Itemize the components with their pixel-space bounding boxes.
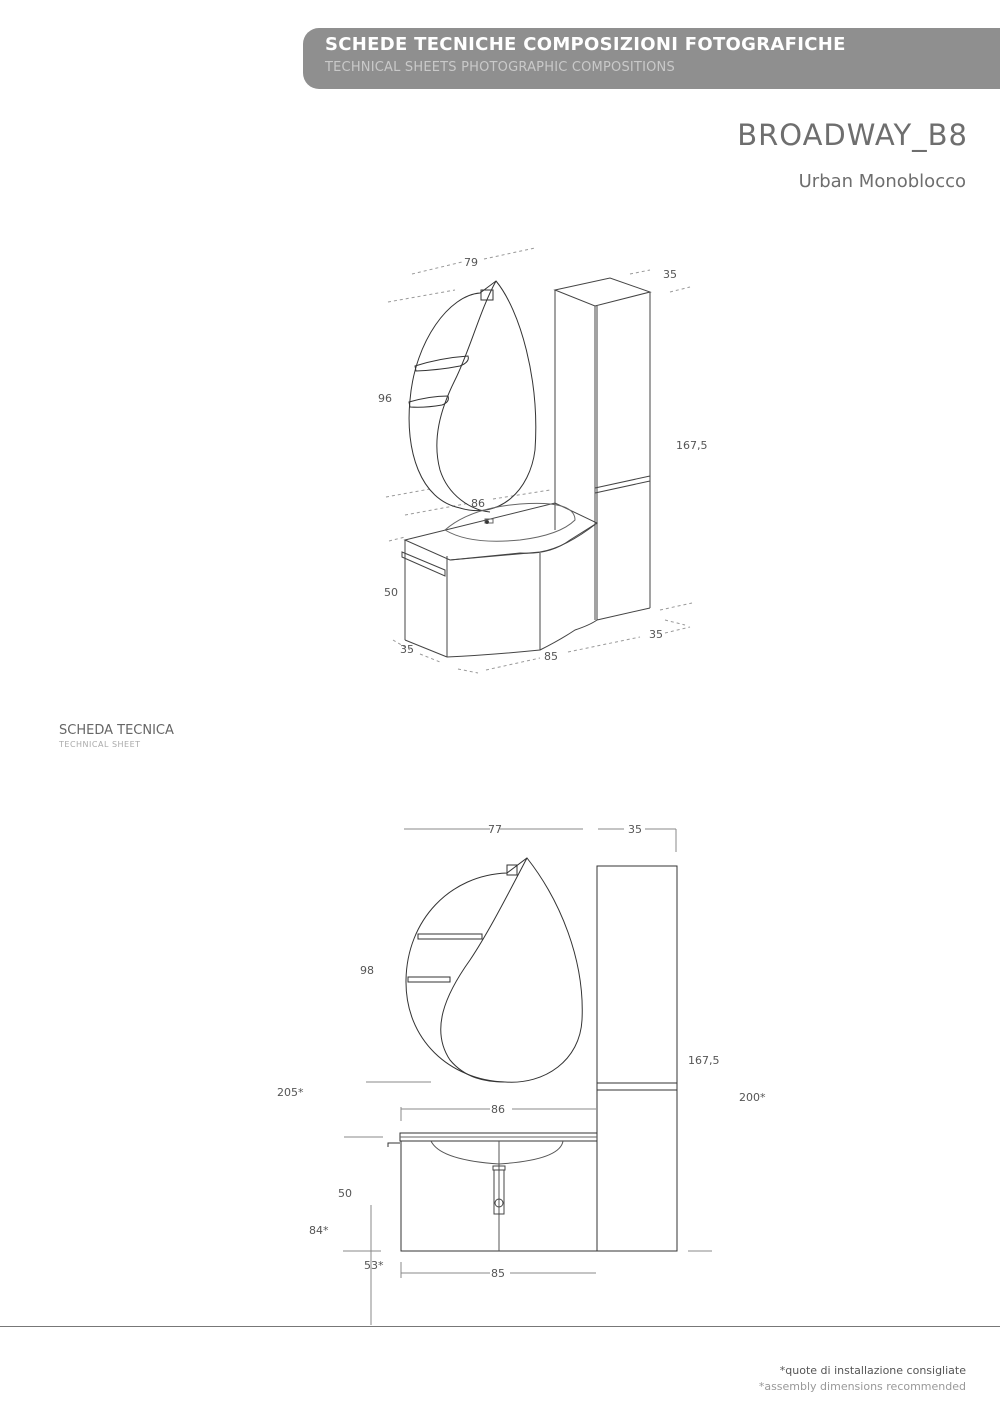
dim-front-vanity-bottom-width: 85 [491,1267,505,1280]
dim-column-height: 167,5 [676,439,708,452]
dim-vanity-height: 50 [384,586,398,599]
header-title: SCHEDE TECNICHE COMPOSIZIONI FOTOGRAFICH… [325,34,846,55]
dim-vanity-depth: 35 [400,643,414,656]
footer-note-it: *quote di installazione consigliate [779,1364,966,1377]
dim-vanity-width-top: 86 [471,497,485,510]
dim-mirror-height: 96 [378,392,392,405]
footer-note-en: *assembly dimensions recommended [758,1380,966,1393]
dim-column-install-height: 200* [739,1091,766,1104]
dim-front-column-width: 35 [628,823,642,836]
dim-mirror-width: 79 [464,256,478,269]
footer-divider [0,1326,1000,1327]
dim-front-vanity-height: 50 [338,1187,352,1200]
technical-sheet-subtitle: TECHNICAL SHEET [59,740,141,749]
dim-front-vanity-top-width: 86 [491,1103,505,1116]
dim-mirror-install-height: 205* [277,1086,304,1099]
dim-front-column-height: 167,5 [688,1054,720,1067]
dim-vanity-base-height: 53* [364,1259,384,1272]
dim-column-depth-bottom: 35 [649,628,663,641]
technical-sheet-title: SCHEDA TECNICA [59,723,174,738]
header-bar: SCHEDE TECNICHE COMPOSIZIONI FOTOGRAFICH… [303,28,1000,89]
header-subtitle: TECHNICAL SHEETS PHOTOGRAPHIC COMPOSITIO… [325,60,675,75]
dim-front-mirror-width: 77 [488,823,502,836]
product-name: BROADWAY_B8 [737,118,968,152]
product-subtitle: Urban Monoblocco [798,171,966,192]
dim-vanity-width-bottom: 85 [544,650,558,663]
dim-column-depth-top: 35 [663,268,677,281]
dim-front-mirror-height: 98 [360,964,374,977]
dim-vanity-install-height: 84* [309,1224,329,1237]
